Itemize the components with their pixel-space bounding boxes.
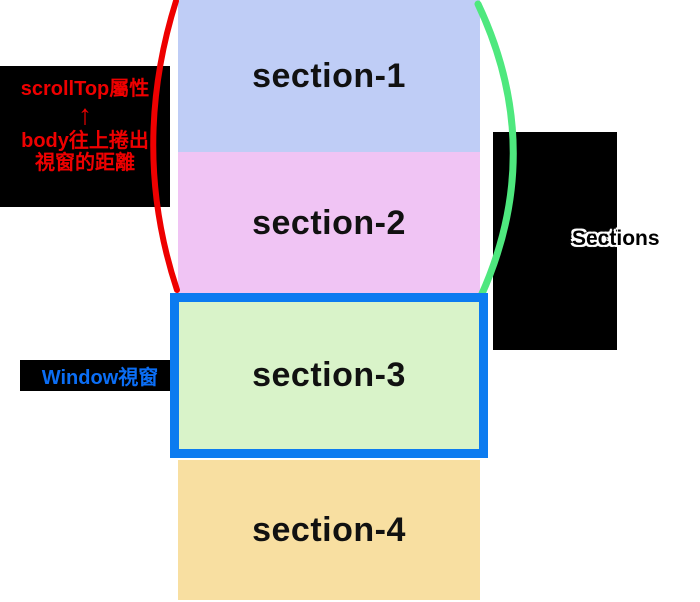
scrolltop-description-line1: body往上捲出 [21, 129, 149, 152]
section-1-block: section-1 [178, 0, 480, 152]
sections-label: Sections [572, 227, 660, 250]
section-4-block: section-4 [178, 460, 480, 600]
section-3-label: section-3 [252, 356, 406, 394]
section-2-label: section-2 [252, 203, 406, 242]
scrolltop-property-label: scrollTop屬性 [20, 78, 150, 100]
window-viewport-box: section-3 [170, 293, 488, 458]
scrolltop-annotation-box: scrollTop屬性 ↑ body往上捲出 視窗的距離 [0, 66, 170, 207]
section-1-label: section-1 [252, 56, 406, 95]
window-label: Window視窗 [41, 367, 159, 389]
section-2-block: section-2 [178, 152, 480, 294]
up-arrow-icon: ↑ [78, 99, 92, 131]
window-annotation-box: Window視窗 [20, 360, 180, 391]
section-4-label: section-4 [252, 510, 406, 549]
scrolltop-description-line2: 視窗的距離 [35, 152, 135, 175]
